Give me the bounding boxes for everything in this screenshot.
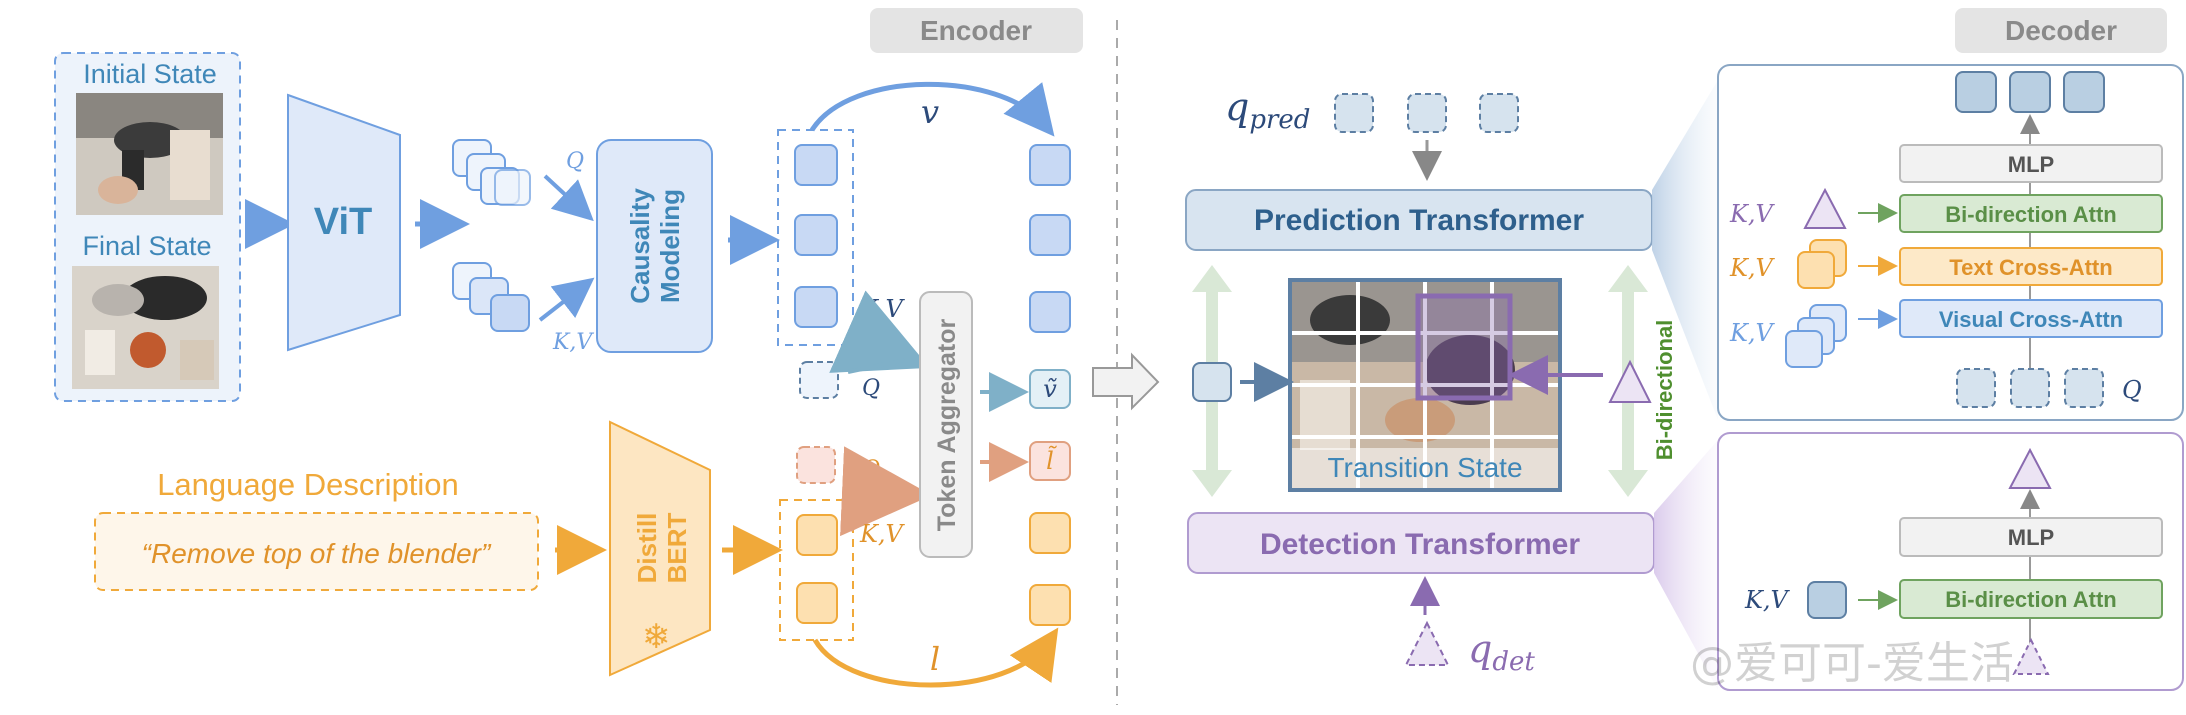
final-state-label: Final State [82,231,211,261]
language-quote-box [94,512,539,591]
pred-mlp-label: MLP [2008,152,2054,177]
encoder-title-bg [870,8,1083,53]
prediction-expansion-fan [1652,80,1718,420]
initial-state-image [76,93,223,215]
language-quote: “Remove top of the blender” [142,538,492,569]
token-aggregator-block [919,291,973,558]
final-state-image [72,266,219,389]
text-cross-attn-label: Text Cross-Attn [1949,255,2112,280]
kv-label-det-attn: K,V [1744,586,1791,614]
prediction-output-tokens [1955,71,2105,113]
distillbert-block [609,420,711,677]
watermark: @爱可可-爱生活 [1690,638,2014,689]
detection-detail-panel [1717,432,2184,691]
q-pred-label: qpred [1225,85,1310,135]
visual-tokens [794,144,838,328]
visual-cross-attn-label: Visual Cross-Attn [1939,307,2123,332]
v-tilde-label: ṽ [1043,375,1057,403]
q-label-agg-visual: Q [862,376,880,401]
encoder-title: Encoder [920,15,1032,46]
token-aggregator-label: Token Aggregator [933,318,961,531]
causality-modeling-block [596,139,713,353]
detection-output-triangle [2008,447,2052,489]
det-mlp-label: MLP [2008,525,2054,550]
det-query-triangle [2012,637,2050,675]
pred-mlp-block [1899,144,2163,183]
prediction-transformer-label: Prediction Transformer [1254,204,1584,237]
prediction-query-tokens [1334,93,1519,133]
token-stack-bottom [452,262,530,332]
distillbert-line1: Distill [632,513,662,584]
visual-query-token [799,361,839,399]
visual-cross-attn-block [1899,299,2163,338]
encoder-to-decoder-arrow [1092,352,1160,411]
kv-label-text-attn: K,V [1729,254,1776,282]
causality-label-line1: Causality [625,188,655,304]
snowflake-icon: ❄ [642,618,671,656]
arrow-vquery-to-agg [847,358,906,374]
arrow-visual-to-agg [829,290,930,373]
pred-bi-direction-attn-block [1899,194,2163,233]
detection-expansion-fan [1654,440,1718,690]
prediction-detail-panel [1717,64,2184,421]
kv-label-bi-attn: K,V [1729,200,1776,228]
l-tilde-label: l̃ [1046,446,1058,475]
arrow-q-to-causality [543,174,594,222]
det-kv-token [1807,581,1847,619]
det-bi-direction-attn-block [1899,579,2163,619]
causality-label-line2: Modeling [655,189,685,303]
transition-state-label: Transition State [1327,452,1522,483]
initial-state-label: Initial State [83,59,217,89]
decoder-title: Decoder [2005,15,2117,46]
kv-label-causality: K,V [552,330,594,355]
arrow-language-to-agg [849,498,906,532]
output-language-tokens [1029,512,1071,626]
state-query-token [1192,362,1232,402]
detection-query-triangle [1404,620,1450,666]
l-label: l [930,640,940,678]
visual-token-group [777,129,854,346]
arrow-v-skip [809,81,1055,137]
arrow-l-skip [812,627,1059,688]
decoder-title-bg [1955,8,2167,53]
text-token-stack [1797,239,1847,289]
pred-bi-direction-attn-label: Bi-direction Attn [1945,202,2117,227]
vit-block [287,93,401,352]
text-cross-attn-block [1899,247,2163,286]
q-label-causality: Q [566,149,584,174]
distillbert-line2: BERT [662,512,692,583]
pred-query-tokens [1956,368,2104,408]
token-stack-top [452,139,531,206]
detection-transformer-label: Detection Transformer [1260,528,1580,561]
det-bi-direction-attn-label: Bi-direction Attn [1945,587,2117,612]
vit-label: ViT [314,201,372,243]
visual-token-stack [1785,304,1847,368]
arrow-lquery-to-agg [840,446,932,537]
v-label: v [921,93,939,131]
q-label-agg-language: Q [862,457,880,482]
language-tokens [796,514,838,624]
output-visual-tokens [1029,144,1071,333]
bidirectional-label: Bi-directional [1652,320,1677,461]
kv-label-agg-visual: K,V [859,295,906,323]
language-description-label: Language Description [157,467,459,502]
q-det-label: qdet [1468,627,1535,677]
pred-q-label: Q [2122,376,2142,404]
arrow-kv-to-causality [538,277,595,322]
detection-triangle-token [1608,359,1652,403]
language-query-token [796,446,836,484]
v-tilde-token [1029,369,1071,409]
l-tilde-token [1029,441,1071,481]
kv-label-agg-language: K,V [859,520,906,548]
kv-triangle-token [1803,187,1847,229]
kv-label-visual-attn: K,V [1729,319,1776,347]
det-mlp-block [1899,517,2163,557]
